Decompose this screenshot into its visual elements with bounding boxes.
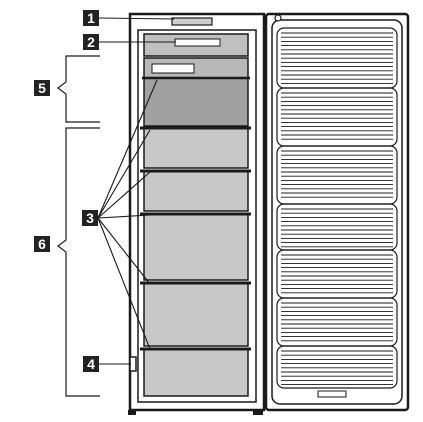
- foot-left: [128, 410, 136, 415]
- freezer-door: [264, 12, 410, 412]
- callout-4: 4: [83, 356, 99, 372]
- door-ridges: [281, 32, 393, 386]
- callout-6: 6: [34, 236, 50, 252]
- svg-text:6: 6: [38, 236, 46, 252]
- bracket-6: [57, 127, 100, 397]
- bracket-5: [57, 55, 100, 123]
- svg-text:5: 5: [38, 80, 46, 96]
- svg-text:1: 1: [87, 10, 95, 26]
- top-compartment: [143, 33, 249, 57]
- callout-5: 5: [34, 80, 50, 96]
- door-panel-segment: [276, 345, 398, 389]
- foot-middle: [253, 410, 263, 415]
- callout-3: 3: [82, 210, 98, 226]
- callout-1: 1: [83, 10, 99, 26]
- svg-text:3: 3: [86, 210, 94, 226]
- control-panel: [171, 17, 213, 26]
- drawer-area-upper: [142, 57, 250, 127]
- svg-text:2: 2: [87, 34, 95, 50]
- svg-text:4: 4: [87, 356, 95, 372]
- callout-2: 2: [83, 34, 99, 50]
- leader-lines: [97, 17, 176, 365]
- door-panels: [276, 27, 398, 389]
- drawer-area-lower: [140, 126, 251, 397]
